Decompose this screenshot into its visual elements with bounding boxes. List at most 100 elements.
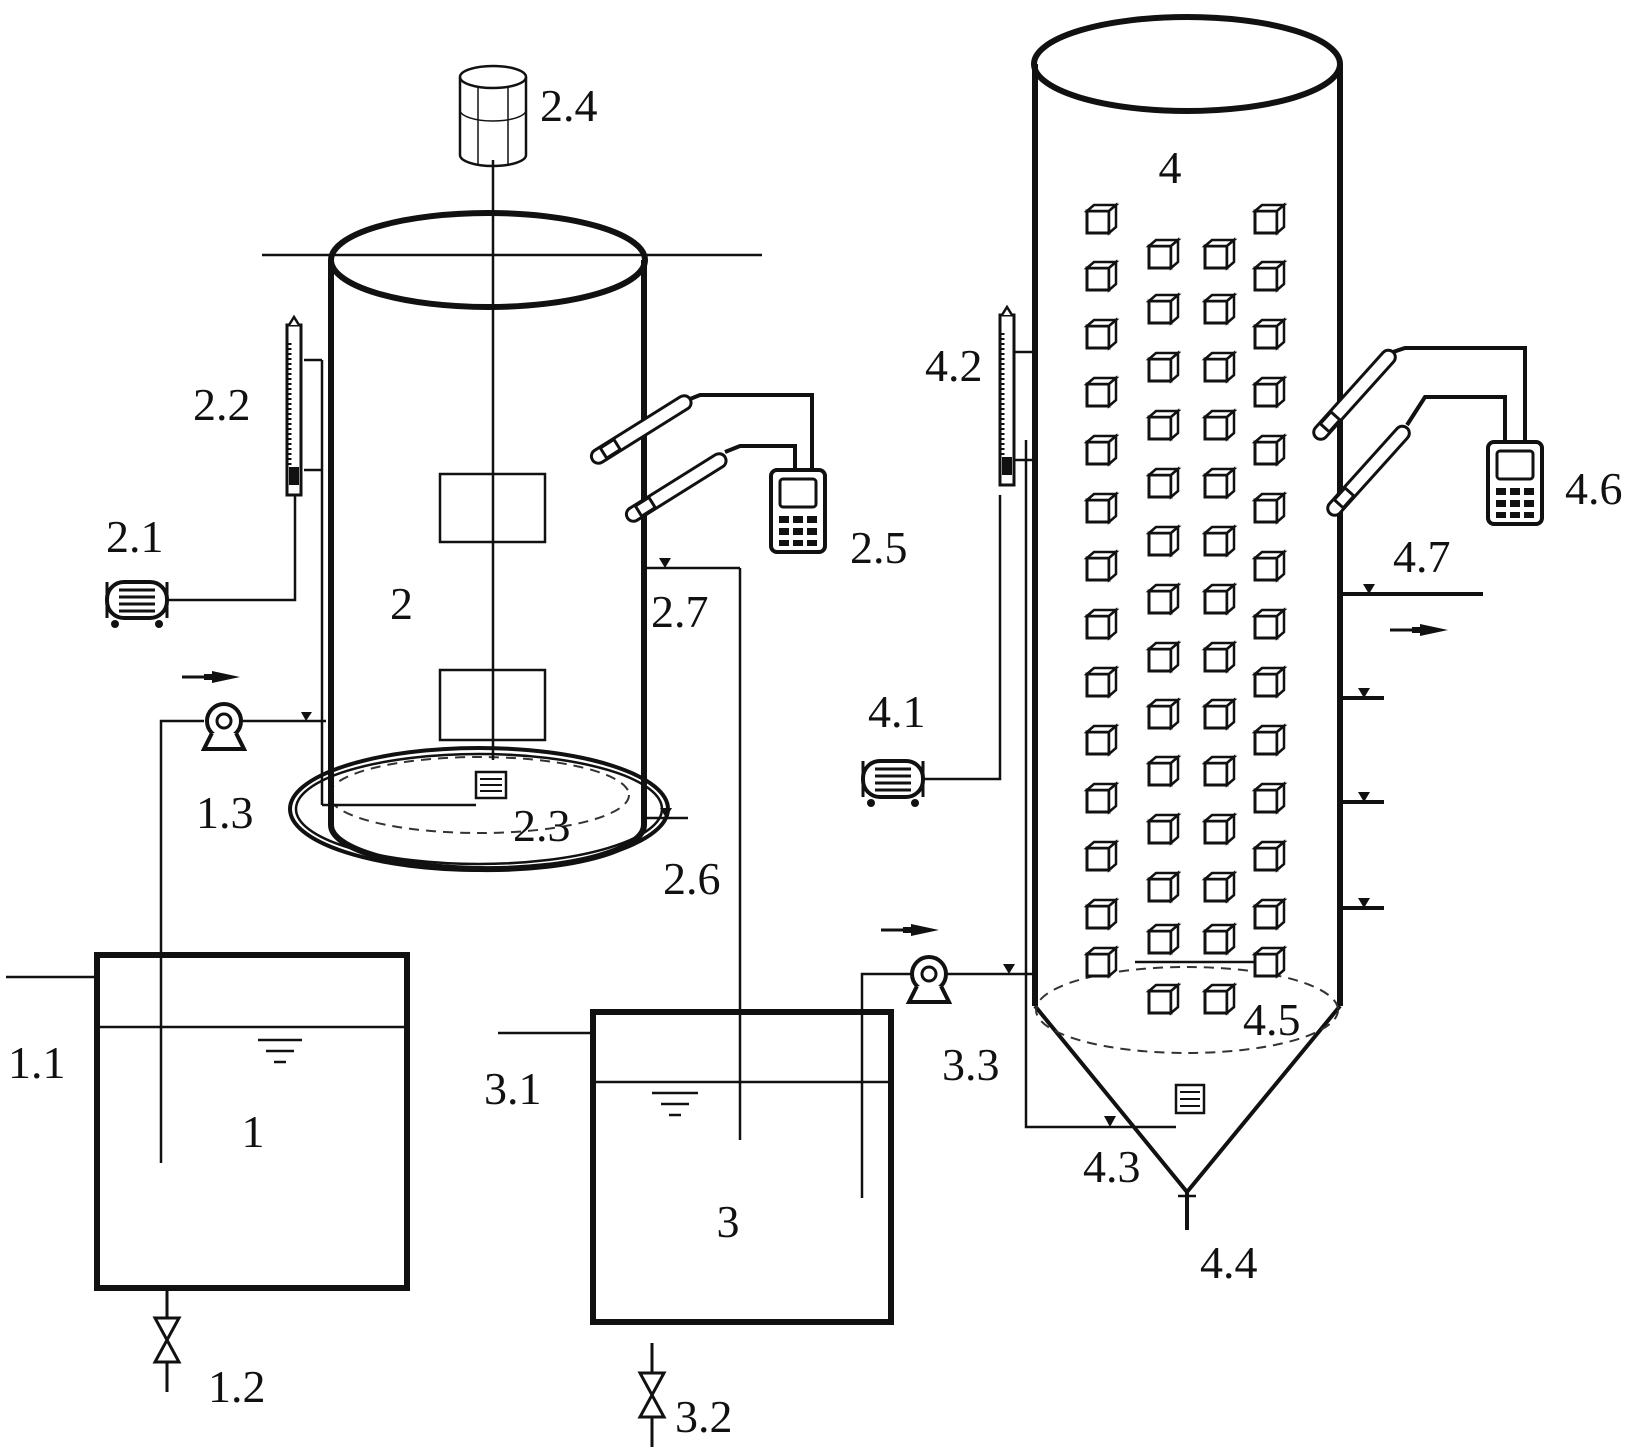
cube-carrier-icon (1085, 782, 1118, 814)
label-2-7: 2.7 (651, 586, 709, 637)
centrifugal-pump-icon[interactable] (202, 702, 246, 751)
cube-carrier-icon (1203, 583, 1236, 615)
cube-carrier-icon (1253, 946, 1286, 978)
cube-carrier-icon (1085, 946, 1118, 978)
centrifugal-pump-icon[interactable] (907, 955, 951, 1004)
rotameter-icon (285, 315, 303, 497)
cube-carrier-icon (1147, 409, 1180, 441)
cube-carrier-icon (1085, 434, 1118, 466)
motor-icon (458, 64, 528, 168)
cube-carrier-icon (1253, 840, 1286, 872)
cube-carrier-icon (1253, 260, 1286, 292)
label-3-2: 3.2 (675, 1391, 733, 1442)
label-1-2: 1.2 (208, 1361, 266, 1412)
cube-carrier-icon (1203, 467, 1236, 499)
cube-carrier-icon (1147, 755, 1180, 787)
cube-carrier-icon (1253, 492, 1286, 524)
cube-carrier-icon (1203, 698, 1236, 730)
label-3-3: 3.3 (942, 1039, 1000, 1090)
label-2-5: 2.5 (850, 522, 908, 573)
label-4-3: 4.3 (1083, 1141, 1141, 1192)
label-1: 1 (242, 1106, 265, 1157)
cube-carrier-icon (1203, 983, 1236, 1015)
cube-carrier-icon (1253, 724, 1286, 756)
air-compressor-icon[interactable] (861, 759, 925, 809)
cube-carrier-icon (1085, 492, 1118, 524)
sampling-port[interactable] (1338, 686, 1386, 700)
cube-carrier-icon (1203, 351, 1236, 383)
cube-carrier-icon (1253, 898, 1286, 930)
label-2-6: 2.6 (663, 853, 721, 904)
flow-arrow-icon (180, 669, 242, 685)
gate-valve-icon[interactable] (638, 1341, 666, 1448)
cube-carrier-icon (1147, 698, 1180, 730)
impeller-blade (438, 668, 547, 742)
cube-carrier-icon (1147, 813, 1180, 845)
cube-carrier-icon (1085, 376, 1118, 408)
intermediate-tank-3 (498, 1009, 894, 1448)
cube-carrier-icon (1085, 724, 1118, 756)
cube-carrier-icon (1203, 923, 1236, 955)
label-4: 4 (1159, 142, 1182, 193)
water-level-icon (652, 1091, 698, 1117)
handheld-meter-icon (769, 468, 827, 554)
cube-carrier-icon (1085, 840, 1118, 872)
cube-carrier-icon (1147, 525, 1180, 557)
label-3-1: 3.1 (484, 1063, 542, 1114)
cube-carrier-icon (1147, 983, 1180, 1015)
rotameter-icon (998, 305, 1016, 487)
cube-carrier-icon (1085, 666, 1118, 698)
cube-carrier-icon (1253, 550, 1286, 582)
reactor-2 (262, 160, 762, 873)
cube-carrier-icon (1203, 525, 1236, 557)
air-compressor-icon[interactable] (105, 580, 169, 630)
sampling-port[interactable] (1340, 584, 1483, 596)
impeller-blade (438, 472, 547, 544)
cube-carrier-icon (1253, 608, 1286, 640)
cube-carrier-icon (1203, 813, 1236, 845)
reactor-4 (1024, 14, 1343, 1230)
cube-carrier-icon (1147, 351, 1180, 383)
label-4-6: 4.6 (1565, 463, 1623, 514)
cube-carrier-icon (1253, 666, 1286, 698)
cube-carrier-icon (1253, 434, 1286, 466)
cube-carrier-icon (1203, 238, 1236, 270)
cube-carrier-icon (1203, 409, 1236, 441)
cube-carrier-icon (1147, 923, 1180, 955)
cube-carrier-icon (1147, 293, 1180, 325)
label-2-4: 2.4 (540, 80, 598, 131)
cube-carrier-icon (1147, 238, 1180, 270)
cube-carrier-icon (1147, 583, 1180, 615)
cube-carrier-icon (1253, 376, 1286, 408)
label-2-2: 2.2 (193, 379, 251, 430)
cube-carrier-icon (1147, 641, 1180, 673)
flow-arrow-icon (1388, 622, 1450, 638)
probe-icon (622, 449, 731, 526)
label-1-3: 1.3 (196, 787, 254, 838)
label-2-1: 2.1 (106, 511, 164, 562)
water-level-icon (258, 1038, 302, 1064)
handheld-meter-icon (1486, 440, 1544, 526)
label-2: 2 (390, 578, 413, 629)
cube-carrier-icon (1253, 782, 1286, 814)
cube-carrier-icon (1203, 755, 1236, 787)
gate-valve-icon[interactable] (153, 1286, 181, 1394)
cube-carrier-icon (1085, 318, 1118, 350)
cube-carrier-icon (1085, 550, 1118, 582)
label-4-4: 4.4 (1200, 1237, 1258, 1288)
cube-carrier-icon (1253, 318, 1286, 350)
cube-carrier-icon (1085, 260, 1118, 292)
cube-carrier-icon (1085, 898, 1118, 930)
feed-tank-1 (6, 952, 410, 1394)
cube-carrier-icon (1085, 203, 1118, 235)
label-1-1: 1.1 (8, 1037, 66, 1088)
label-4-5: 4.5 (1243, 994, 1301, 1045)
sampling-port[interactable] (1338, 896, 1386, 910)
label-4-1: 4.1 (868, 686, 926, 737)
sampling-port[interactable] (1338, 790, 1386, 804)
feed-pipe (159, 719, 204, 1163)
cube-carrier-icon (1203, 293, 1236, 325)
probe-icon (1309, 345, 1400, 444)
aerator-icon (474, 770, 508, 800)
cube-carrier-icon (1147, 467, 1180, 499)
